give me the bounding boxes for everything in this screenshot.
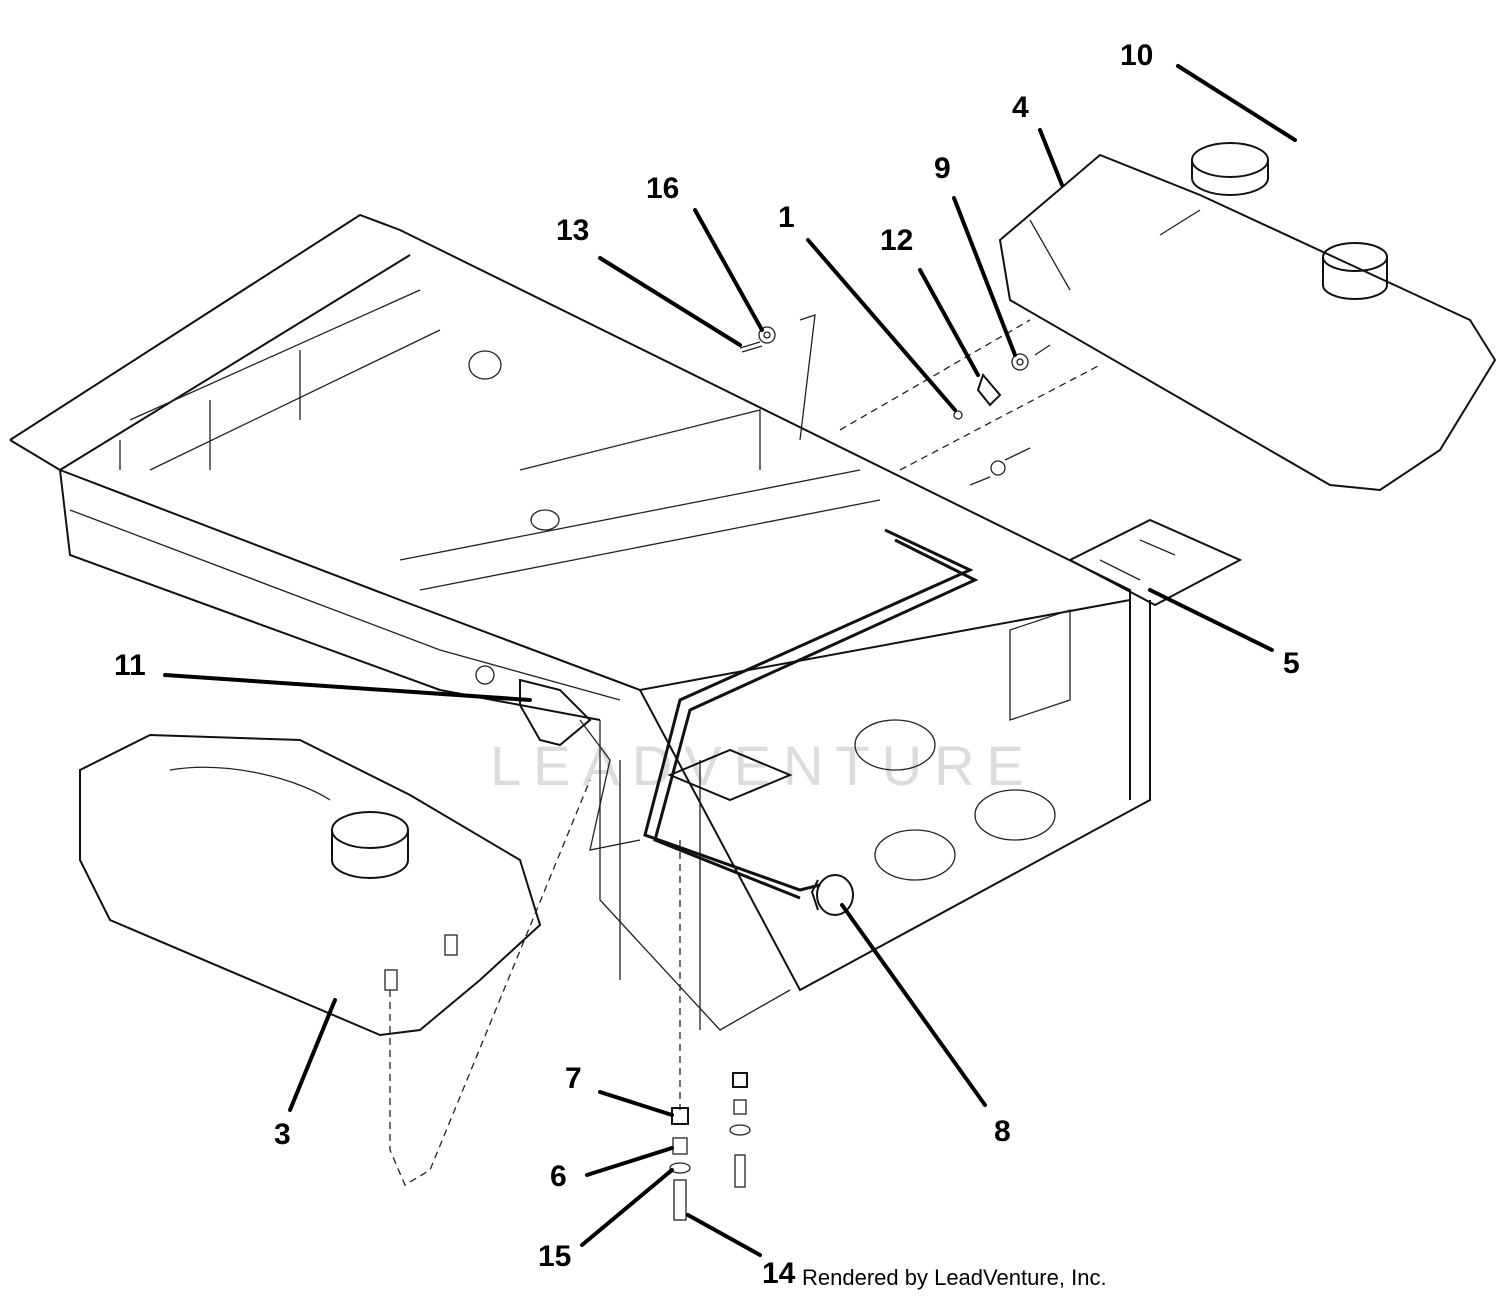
callout-10: 10 — [1120, 39, 1153, 72]
callout-5: 5 — [1283, 647, 1300, 680]
right-fuel-tank — [839, 153, 1497, 492]
fuel-lines — [579, 528, 979, 900]
callout-leaders — [163, 64, 1297, 1257]
credit-text: Rendered by LeadVenture, Inc. — [802, 1265, 1107, 1290]
frame-assembly — [9, 213, 1151, 1031]
callout-7: 7 — [565, 1062, 582, 1095]
callout-15: 15 — [538, 1240, 571, 1273]
callout-labels: 10 4 9 12 1 16 13 11 5 8 3 7 6 15 14 — [114, 39, 1300, 1290]
callout-16: 16 — [646, 172, 679, 205]
fuel-cap-icon — [331, 811, 409, 849]
decal-plate — [667, 518, 1243, 802]
mount-hardware-stack — [669, 840, 751, 1221]
watermark-text: LEADVENTURE — [490, 734, 1036, 797]
fuel-cap — [1191, 142, 1269, 196]
callout-14: 14 — [762, 1257, 796, 1290]
callout-6: 6 — [550, 1160, 567, 1193]
callout-1: 1 — [778, 201, 795, 234]
shutoff-valve — [475, 665, 592, 747]
fuel-filter — [810, 874, 854, 916]
tank-hardware — [739, 314, 1051, 486]
callout-11: 11 — [114, 649, 146, 682]
callout-9: 9 — [934, 152, 951, 185]
callout-13: 13 — [556, 214, 589, 247]
callout-12: 12 — [880, 224, 913, 257]
callout-4: 4 — [1012, 91, 1029, 124]
left-fuel-tank — [79, 733, 591, 1186]
callout-3: 3 — [274, 1118, 291, 1151]
callout-8: 8 — [994, 1115, 1011, 1148]
